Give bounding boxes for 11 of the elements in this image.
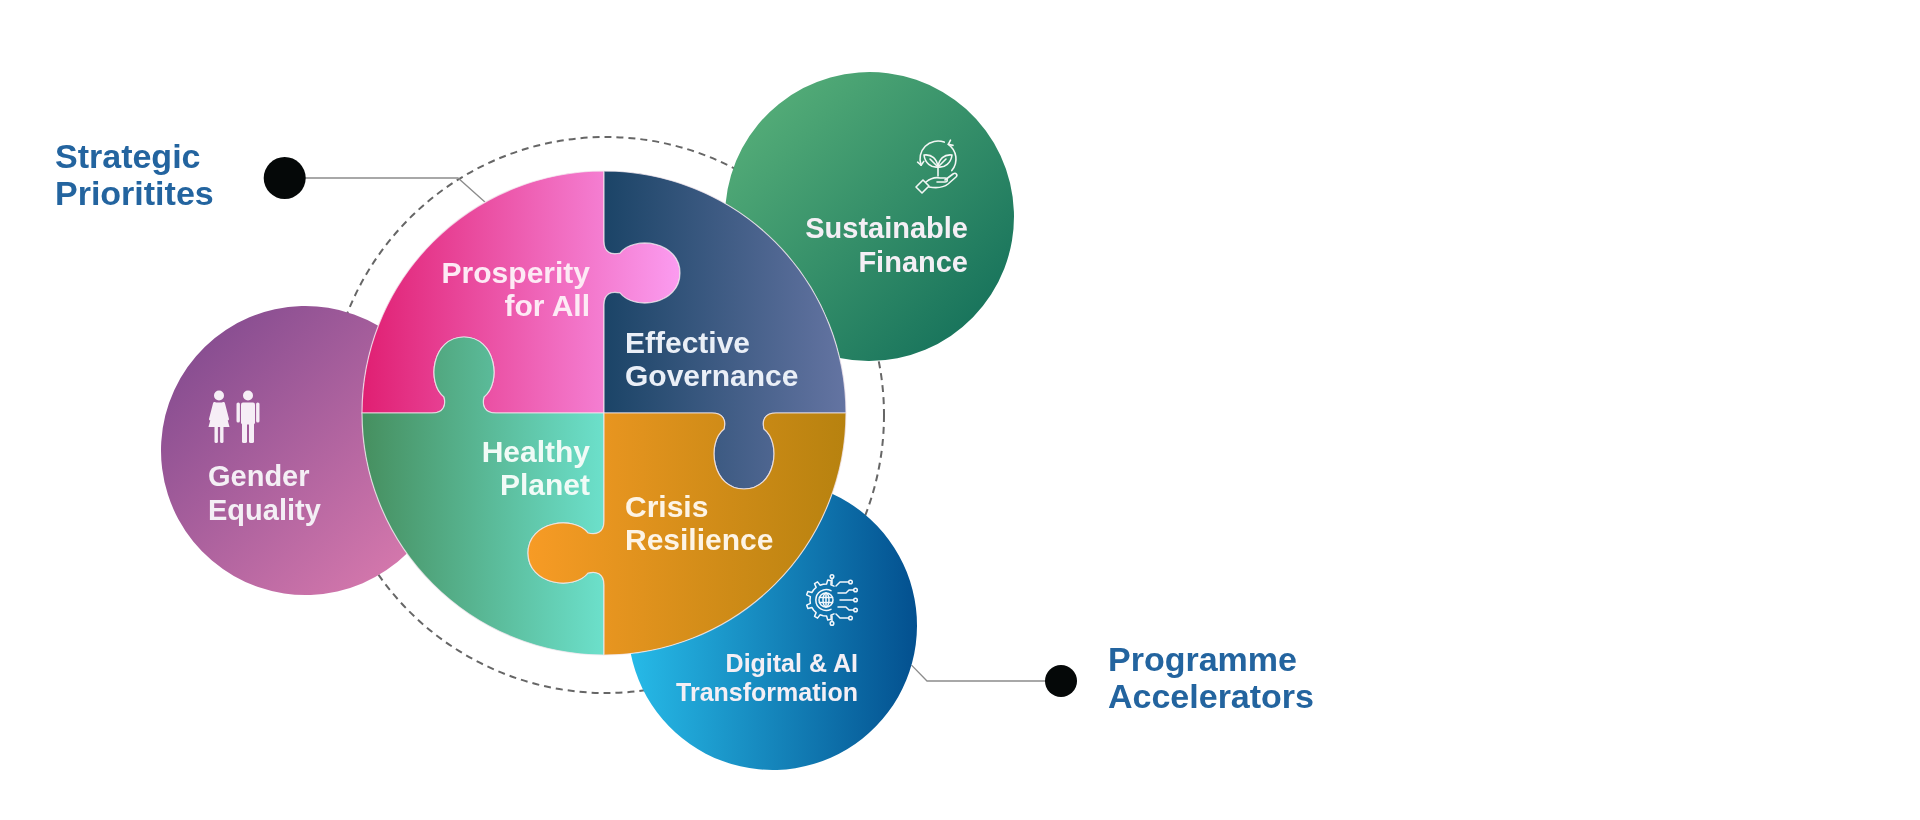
leader-line <box>263 157 486 203</box>
leader-line <box>910 664 1077 697</box>
piece-label: Effective Governance <box>625 326 799 392</box>
circle-label: Sustainable Finance <box>805 211 968 279</box>
circle-label: Digital & AI Transformation <box>675 649 858 707</box>
piece-label: Healthy Planet <box>481 435 590 501</box>
piece-label: Crisis Resilience <box>625 490 774 556</box>
callout-label: Strategic Prioritites <box>55 138 214 212</box>
circle-label: Gender Equality <box>208 459 321 527</box>
callout-label: Programme Accelerators <box>1108 641 1314 715</box>
piece-label: Prosperity for All <box>440 256 590 322</box>
